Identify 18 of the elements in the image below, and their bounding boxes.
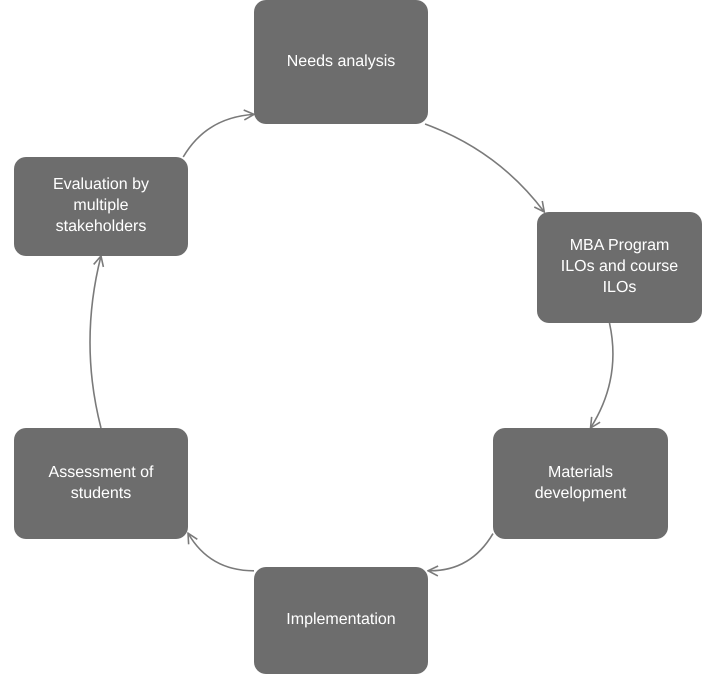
step-label: Assessment of students xyxy=(48,462,154,504)
step-label: Materials development xyxy=(534,462,628,504)
curved-arrow xyxy=(590,322,614,429)
curved-arrow xyxy=(424,123,546,213)
curved-arrow xyxy=(89,255,104,428)
process-box xyxy=(537,212,702,323)
curved-arrow xyxy=(427,533,494,576)
process-box xyxy=(493,428,668,539)
step-label: MBA Program ILOs and course ILOs xyxy=(560,236,680,298)
process-box xyxy=(254,567,428,674)
step-label: Evaluation by multiple stakeholders xyxy=(52,175,150,237)
process-box xyxy=(14,428,188,539)
step-label: Implementation xyxy=(286,610,396,630)
step-label: Needs analysis xyxy=(286,52,396,72)
process-box xyxy=(14,157,188,256)
process-box xyxy=(254,0,428,124)
curved-arrow xyxy=(182,110,255,158)
curved-arrow xyxy=(187,532,254,572)
